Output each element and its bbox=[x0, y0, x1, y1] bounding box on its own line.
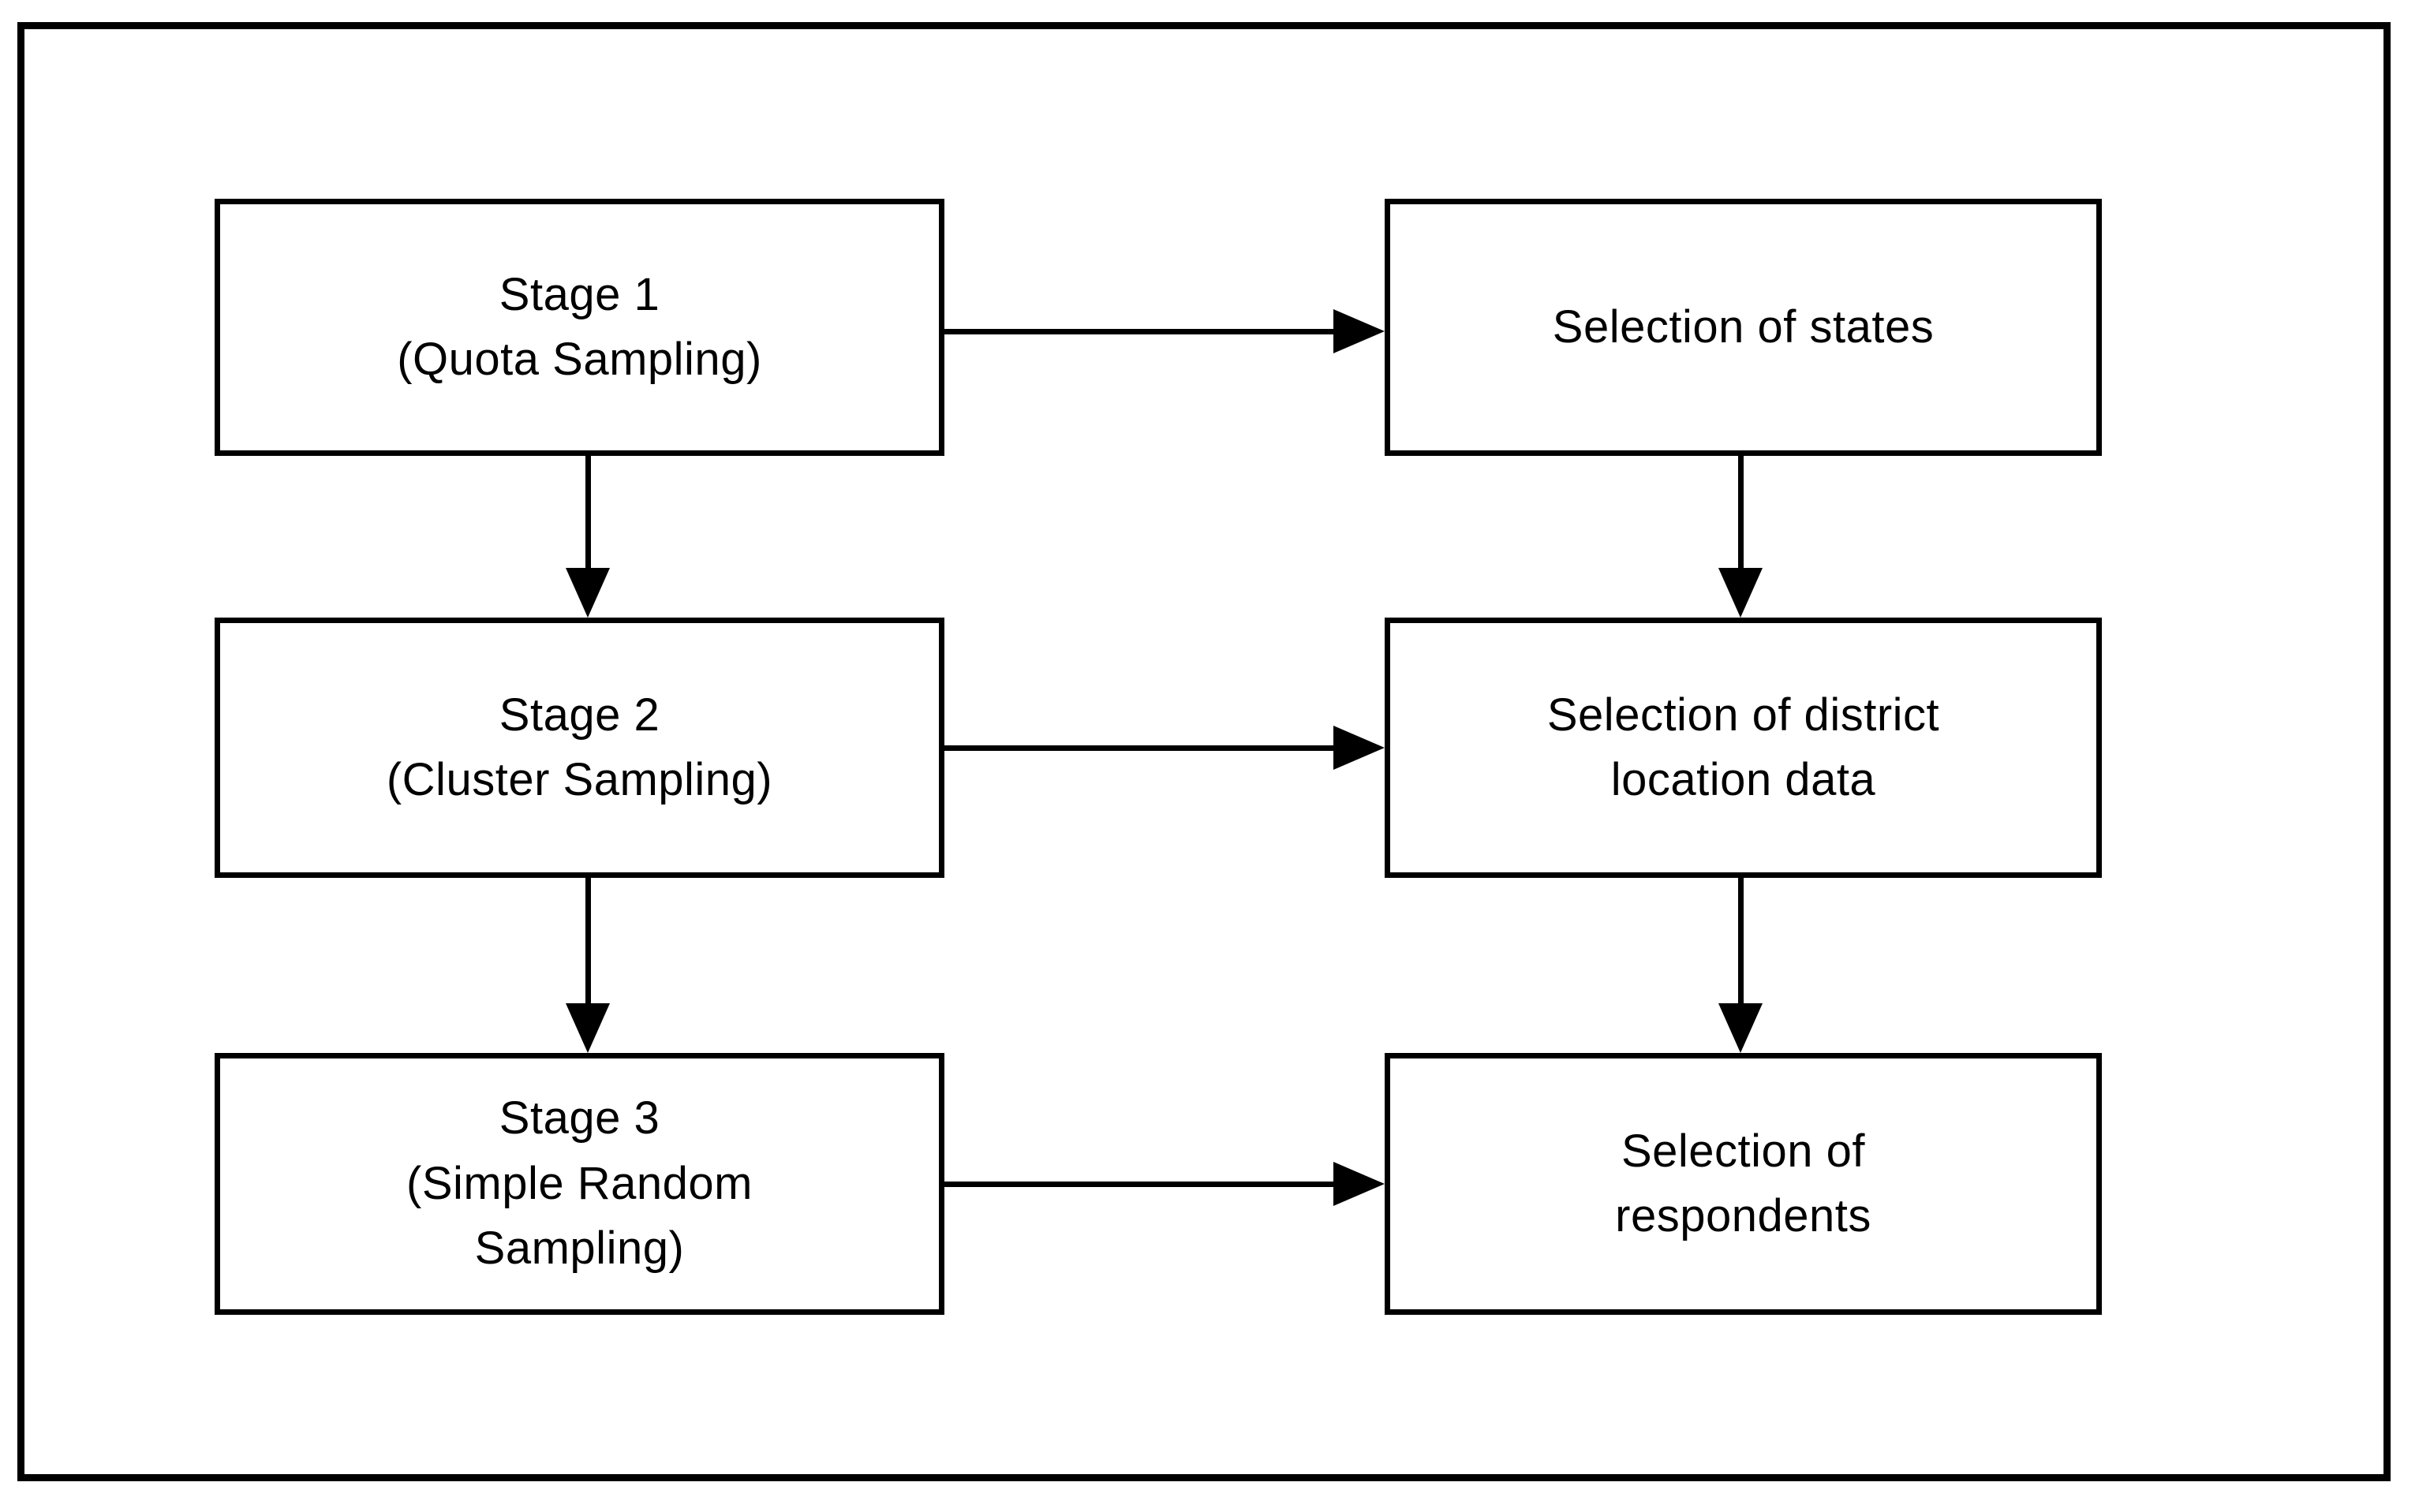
node-selection-of-respondents-label: Selection of respondents bbox=[1615, 1125, 1871, 1241]
arrow-shaft bbox=[1738, 878, 1744, 1006]
node-stage-1-label: Stage 1 (Quota Sampling) bbox=[397, 268, 762, 385]
arrowhead-down-icon bbox=[1718, 568, 1763, 618]
arrow-shaft bbox=[585, 456, 591, 570]
node-selection-of-states: Selection of states bbox=[1385, 199, 2102, 456]
arrowhead-down-icon bbox=[1718, 1003, 1763, 1053]
arrow-shaft bbox=[1738, 456, 1744, 570]
arrowhead-right-icon bbox=[1333, 1162, 1385, 1206]
arrow-shaft bbox=[944, 745, 1333, 751]
node-selection-of-respondents: Selection of respondents bbox=[1385, 1053, 2102, 1315]
node-selection-of-district-label: Selection of district location data bbox=[1546, 689, 1940, 805]
node-stage-1: Stage 1 (Quota Sampling) bbox=[215, 199, 944, 456]
arrowhead-down-icon bbox=[566, 568, 610, 618]
diagram-border bbox=[17, 22, 2391, 1481]
arrow-shaft bbox=[944, 1182, 1333, 1187]
arrow-shaft bbox=[944, 329, 1333, 334]
arrowhead-right-icon bbox=[1333, 309, 1385, 353]
node-stage-3: Stage 3 (Simple Random Sampling) bbox=[215, 1053, 944, 1315]
node-selection-of-states-label: Selection of states bbox=[1552, 301, 1935, 353]
arrowhead-right-icon bbox=[1333, 726, 1385, 770]
node-stage-3-label: Stage 3 (Simple Random Sampling) bbox=[406, 1092, 753, 1275]
arrow-shaft bbox=[585, 878, 591, 1006]
node-stage-2-label: Stage 2 (Cluster Sampling) bbox=[386, 689, 773, 805]
arrowhead-down-icon bbox=[566, 1003, 610, 1053]
node-stage-2: Stage 2 (Cluster Sampling) bbox=[215, 618, 944, 878]
node-selection-of-district: Selection of district location data bbox=[1385, 618, 2102, 878]
